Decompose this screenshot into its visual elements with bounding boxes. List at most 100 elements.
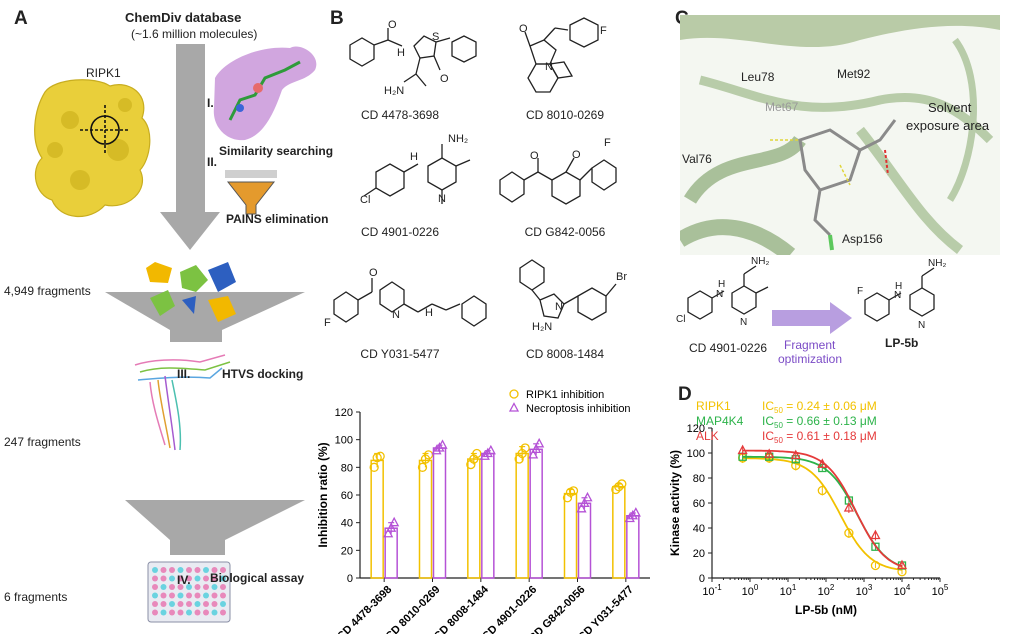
compound-label-2: CD 8010-0269 [525, 108, 605, 122]
compound-label-1: CD 4478-3698 [360, 108, 440, 122]
x-tick-base: 10 [856, 586, 868, 598]
step-1-name: Similarity searching [219, 144, 334, 158]
screening-arrow [160, 44, 220, 250]
svg-text:H: H [410, 151, 418, 163]
compound-label-3: CD 4901-0226 [360, 225, 440, 239]
svg-text:H: H [397, 47, 405, 59]
residue-met92: Met92 [837, 67, 871, 81]
x-tick-base: 10 [894, 586, 906, 598]
x-tick-label: 103 [856, 583, 873, 598]
ic50-value: = 0.24 ± 0.06 μM [783, 399, 877, 413]
assay-well [152, 609, 158, 616]
scheme-start-label: CD 4901-0226 [689, 341, 768, 355]
assay-well [194, 592, 201, 599]
x-tick-label: 104 [894, 583, 911, 598]
x-tick-exponent: 0 [754, 583, 759, 592]
ic50-prefix: IC [762, 429, 774, 443]
residue-leu78: Leu78 [741, 70, 775, 84]
assay-well [194, 584, 201, 590]
residue-asp156: Asp156 [842, 232, 883, 246]
assay-well [169, 567, 175, 573]
fragment-count-3: 6 fragments [4, 590, 68, 604]
data-point [790, 449, 801, 460]
svg-text:O: O [530, 150, 539, 162]
svg-text:O: O [572, 149, 581, 161]
step-1-num: I. [207, 96, 214, 110]
x-tick-base: 10 [742, 586, 754, 598]
assay-well [160, 609, 167, 616]
database-subtitle: (~1.6 million molecules) [131, 27, 258, 41]
y-tick-label: 120 [687, 423, 705, 435]
svg-text:S: S [432, 31, 439, 43]
assay-well [152, 575, 158, 582]
svg-text:O: O [519, 23, 528, 35]
ic50-prefix: IC [762, 414, 774, 428]
assay-well [203, 609, 209, 616]
assay-well [160, 575, 167, 582]
legend-ic50: IC50 = 0.24 ± 0.06 μM [762, 399, 877, 415]
x-tick-base: 10 [818, 586, 830, 598]
y-tick-label: 20 [693, 548, 705, 560]
fragment-count-1: 4,949 fragments [4, 284, 91, 298]
assay-well [211, 575, 218, 582]
fit-curve [742, 457, 903, 571]
htvs-label: HTVS docking [222, 367, 304, 381]
assay-well [169, 601, 175, 607]
data-point [576, 502, 587, 513]
ic50-subscript: 50 [774, 406, 783, 415]
data-point [579, 497, 590, 507]
y-axis-label: Kinase activity (%) [668, 450, 682, 556]
svg-text:Cl: Cl [676, 314, 685, 325]
assay-well [211, 601, 218, 607]
assay-well [186, 567, 192, 573]
legend-label: RIPK1 inhibition [526, 389, 604, 401]
assay-well [211, 584, 218, 590]
x-tick-exponent: 3 [868, 583, 873, 592]
legend-ic50: IC50 = 0.61 ± 0.18 μM [762, 429, 877, 445]
data-point [389, 516, 400, 527]
svg-text:F: F [600, 25, 607, 37]
docked-poses [134, 354, 231, 451]
x-tick-base: 10 [780, 586, 792, 598]
ic50-subscript: 50 [774, 436, 783, 445]
svg-text:N: N [740, 317, 747, 328]
funnel-bioassay [125, 500, 305, 555]
panel-d-letter: D [678, 384, 692, 405]
svg-text:H: H [895, 281, 902, 292]
residue-val76: Val76 [682, 152, 712, 166]
assay-well [220, 584, 226, 590]
data-point [562, 493, 573, 503]
y-tick-label: 20 [341, 545, 353, 557]
pains-label: PAINS elimination [226, 212, 329, 226]
x-tick-exponent: 1 [792, 583, 797, 592]
assay-well [220, 592, 226, 599]
assay-well [220, 567, 226, 573]
solvent-label-1: Solvent [928, 100, 972, 115]
assay-well [152, 592, 158, 599]
assay-well [160, 584, 167, 590]
y-tick-label: 40 [693, 523, 705, 535]
data-point [817, 458, 828, 468]
residue-met67: Met67 [765, 100, 799, 114]
data-point [817, 485, 827, 496]
assay-well [211, 592, 218, 599]
data-point [375, 451, 385, 461]
assay-well [177, 609, 184, 616]
y-tick-label: 80 [693, 473, 705, 485]
x-tick-base: 10 [932, 586, 944, 598]
step-3-num: III. [177, 367, 191, 381]
assay-well [194, 575, 201, 582]
y-tick-label: 0 [347, 573, 353, 585]
assay-well [203, 567, 209, 573]
data-point [517, 448, 527, 459]
data-point [434, 442, 445, 452]
data-point [568, 486, 579, 496]
structure-cd-4901-0226 [363, 144, 471, 204]
svg-text:NH₂: NH₂ [448, 133, 468, 145]
step-2-num: II. [207, 155, 218, 169]
assay-well [194, 601, 201, 607]
step-4-num: IV. [177, 573, 191, 587]
data-point [479, 450, 490, 460]
